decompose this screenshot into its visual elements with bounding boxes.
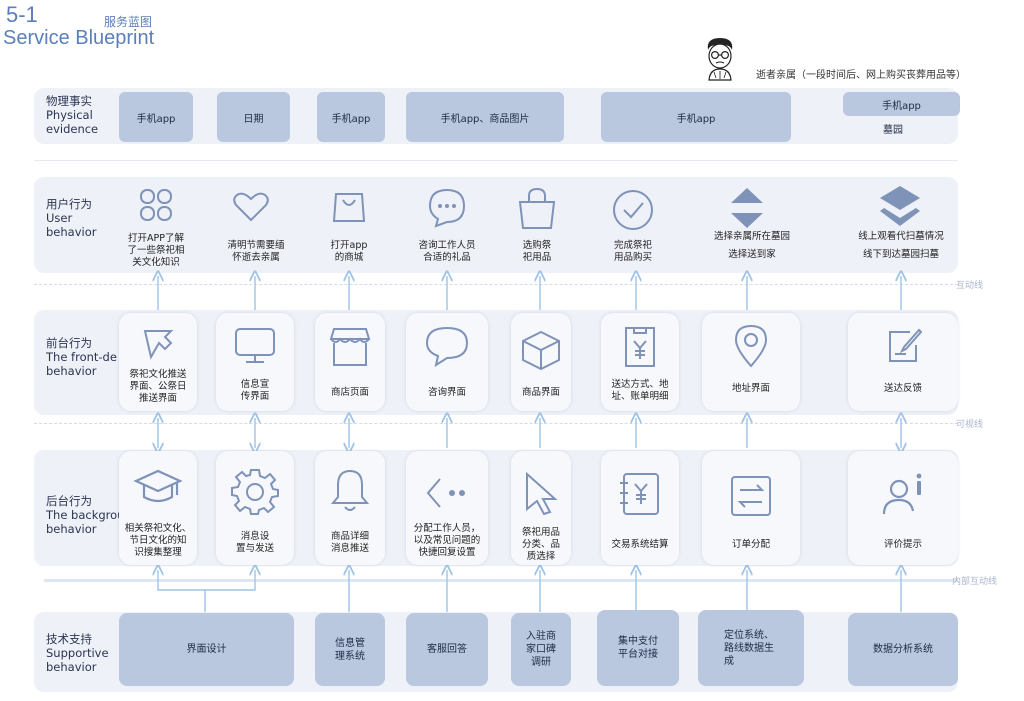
chat-dots-icon xyxy=(428,188,466,228)
layers-icon xyxy=(880,186,920,226)
persona-avatar-icon xyxy=(707,38,733,81)
ledger-yen-icon xyxy=(620,473,659,515)
interaction-line xyxy=(34,284,958,285)
share-dots-icon xyxy=(426,478,465,508)
swap-arrows-icon xyxy=(731,476,771,516)
back-card: 分配工作人员， 以及常见问题的 快捷回复设置 xyxy=(406,451,488,565)
back-card: 祭祀用品 分类、品 质选择 xyxy=(511,451,571,565)
back-card: 相关祭祀文化、 节日文化的知 识搜集整理 xyxy=(119,451,197,565)
lane-label-support: 技术支持 Supportive behavior xyxy=(46,632,109,674)
divider-line xyxy=(34,160,958,161)
back-card: 消息设 置与发送 xyxy=(216,451,294,565)
grid-icon xyxy=(140,189,172,221)
back-card: 评价提示 xyxy=(848,451,958,565)
back-card: 交易系统结算 xyxy=(601,451,679,565)
receipt-icon xyxy=(625,327,655,367)
evidence-box: 日期 xyxy=(217,92,290,142)
front-card: 地址界面 xyxy=(702,313,800,411)
gear-icon xyxy=(231,469,279,515)
evidence-box: 手机app、商品图片 xyxy=(406,92,564,142)
lane-label-front: 前台行为 The front-de behavior xyxy=(46,336,117,378)
evidence-cemetery-label: 墓园 xyxy=(883,125,903,136)
internal-interaction-line xyxy=(44,579,958,582)
lane-user-band xyxy=(34,177,958,273)
support-box: 信息管理系统 xyxy=(315,613,385,686)
title-chinese: 服务蓝图 xyxy=(104,15,153,29)
support-box: 定位系统、路线数据生成 xyxy=(698,610,804,686)
box-icon xyxy=(522,330,560,371)
lane-label-user: 用户行为 User behavior xyxy=(46,197,97,239)
front-card: 商品界面 xyxy=(511,313,571,411)
cursor-arrow-icon xyxy=(143,330,174,360)
support-box: 数据分析系统 xyxy=(848,613,958,686)
speech-bubble-icon xyxy=(425,326,469,367)
evidence-box: 手机app xyxy=(317,92,385,142)
heart-icon xyxy=(233,192,269,222)
support-box: 界面设计 xyxy=(119,613,294,686)
check-circle-icon xyxy=(613,190,653,230)
user-info-icon xyxy=(882,473,922,515)
front-card: 送达反馈 xyxy=(848,313,958,411)
section-number: 5-1 xyxy=(6,2,38,27)
evidence-box: 手机app xyxy=(601,92,791,142)
graduation-cap-icon xyxy=(133,469,183,503)
visibility-line xyxy=(34,423,958,424)
support-box: 集中支付平台对接 xyxy=(597,610,679,686)
lane-label-back: 后台行为 The background behavior xyxy=(46,494,140,536)
support-box: 客服回答 xyxy=(406,613,488,686)
pointer-icon xyxy=(526,471,558,515)
front-card: 祭祀文化推送 界面、公祭日 推送界面 xyxy=(119,313,197,411)
support-box: 入驻商家口碑调研 xyxy=(511,613,571,686)
title-english: Service Blueprint xyxy=(3,27,155,49)
edit-note-icon xyxy=(889,328,922,362)
front-card: 信息宣 传界面 xyxy=(216,313,294,411)
front-card: 咨询界面 xyxy=(406,313,488,411)
front-card: 送达方式、地 址、账单明细 xyxy=(601,313,679,411)
store-icon xyxy=(329,328,371,366)
bell-icon xyxy=(330,469,370,511)
back-card: 订单分配 xyxy=(702,451,800,565)
interaction-line-label: 互动线 xyxy=(956,281,984,291)
shopping-bag-icon xyxy=(332,193,366,222)
visibility-line-label: 可视线 xyxy=(956,420,984,430)
tote-bag-icon xyxy=(518,187,556,229)
sort-arrows-icon xyxy=(731,188,763,228)
back-card: 商品详细 消息推送 xyxy=(315,451,385,565)
location-pin-icon xyxy=(734,324,768,368)
evidence-box: 手机app xyxy=(843,92,960,116)
persona-label: 逝者亲属（一段时间后、网上购买丧葬用品等） xyxy=(756,70,966,81)
monitor-icon xyxy=(235,328,275,363)
evidence-box: 手机app xyxy=(119,92,193,142)
internal-line-label: 内部互动线 xyxy=(952,577,998,587)
lane-label-physical: 物理事实 Physical evidence xyxy=(46,94,99,136)
front-card: 商店页面 xyxy=(315,313,385,411)
